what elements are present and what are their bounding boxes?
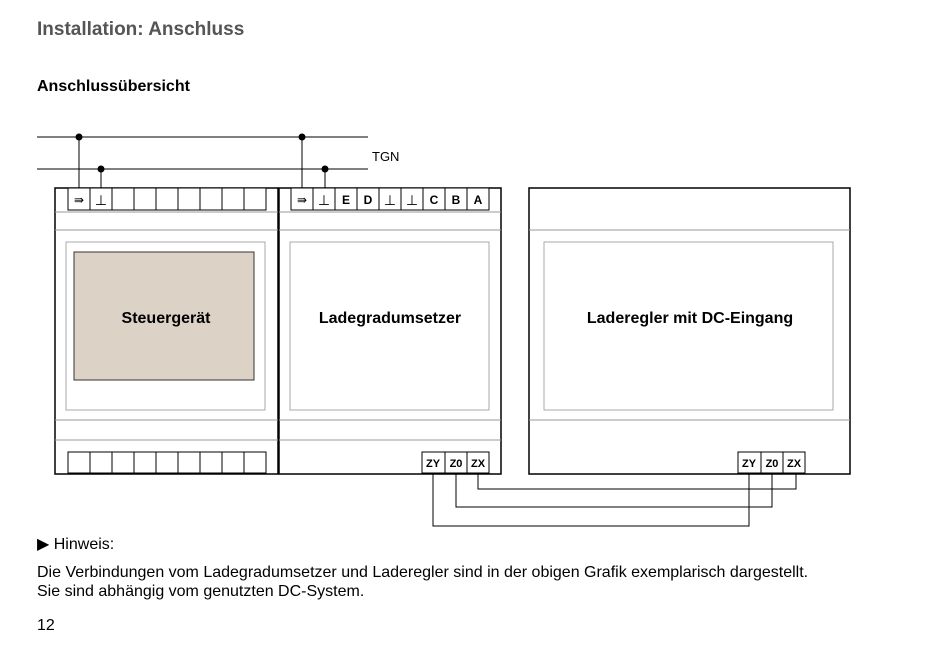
section-title: Anschlussübersicht (37, 78, 190, 95)
ground-icon: ⊥ (406, 193, 418, 209)
note-line: Die Verbindungen vom Ladegradumsetzer un… (37, 564, 809, 581)
bus-node (298, 133, 306, 141)
device-laderegler (528, 187, 851, 475)
terminal-label: B (452, 193, 461, 207)
device-display (73, 251, 255, 381)
bus-label: TGN (372, 149, 399, 164)
terminal-block-top-1 (67, 187, 267, 211)
terminal-block-bottom-1 (67, 451, 267, 474)
note-line: Sie sind abhängig vom genutzten DC-Syste… (37, 583, 365, 600)
ground-icon: ⊥ (95, 193, 107, 209)
note-text: Die Verbindungen vom Ladegradumsetzer un… (37, 563, 937, 601)
terminal-label: ZY (742, 458, 757, 470)
terminal-label: C (430, 193, 439, 207)
device-label-ladegradumsetzer: Ladegradumsetzer (319, 310, 461, 327)
terminal-label: ZX (787, 458, 802, 470)
terminal-label: ZY (426, 458, 441, 470)
terminal-label: D (364, 193, 373, 207)
device-label-laderegler: Laderegler mit DC-Eingang (587, 310, 793, 327)
device-label-steuergeraet: Steuergerät (122, 310, 212, 327)
note-label: ▶ Hinweis: (37, 536, 115, 553)
dc-wiring (432, 473, 797, 527)
terminal-block-top-2 (290, 187, 490, 211)
terminal-label: Z0 (450, 458, 463, 470)
bus-node (97, 165, 105, 173)
ground-icon: ⊥ (318, 193, 330, 209)
terminal-label: E (342, 193, 350, 207)
ground-icon: ⊥ (384, 193, 396, 209)
bus-node (75, 133, 83, 141)
terminal-label: Z0 (766, 458, 779, 470)
bus-terminal-icon: ⇛ (74, 193, 84, 207)
device-steuergeraet (54, 187, 279, 475)
terminal-label: ZX (471, 458, 486, 470)
bus-terminal-icon: ⇛ (297, 193, 307, 207)
bus-node (321, 165, 329, 173)
page-title: Installation: Anschluss (37, 19, 245, 40)
device-ladegradumsetzer (278, 187, 502, 475)
terminal-label: A (474, 193, 483, 207)
connection-diagram: TGN Steuergerät ⇛ ⊥ Ladegradumsetzer (37, 133, 851, 527)
page-number: 12 (37, 617, 55, 634)
terminal-block-zyx-2 (421, 451, 490, 474)
